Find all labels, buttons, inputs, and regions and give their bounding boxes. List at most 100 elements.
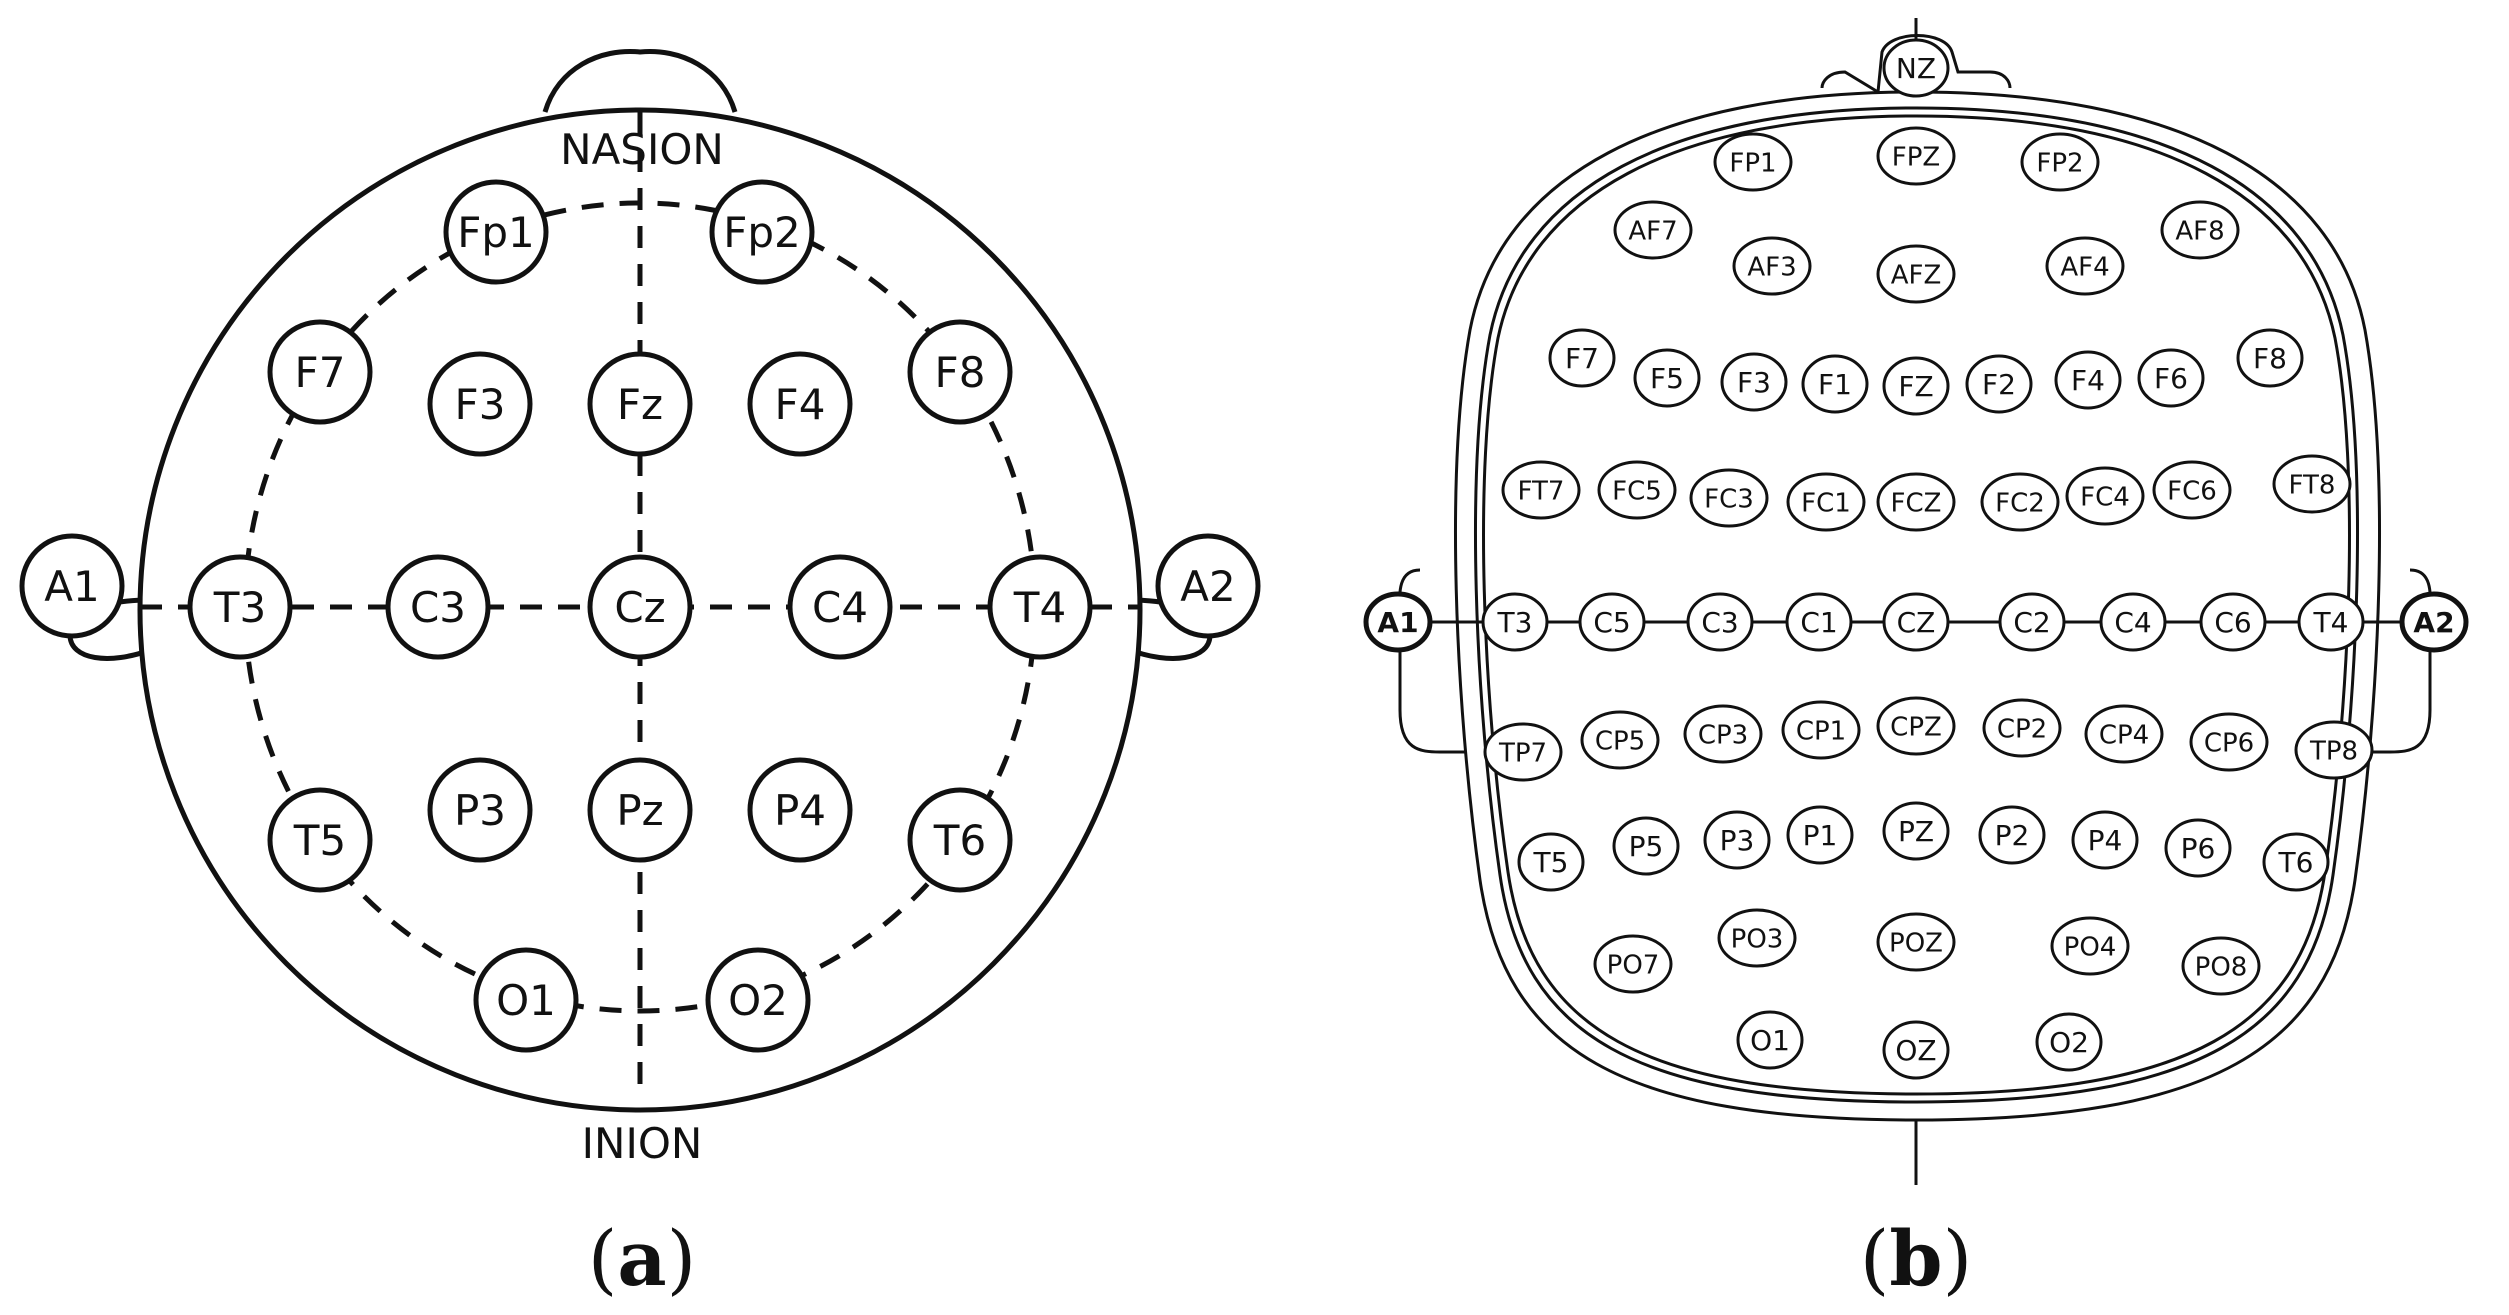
electrode-b-po7: PO7 [1593, 934, 1673, 994]
electrode-b-fc5: FC5 [1597, 460, 1677, 520]
svg-text:T3: T3 [1497, 606, 1533, 639]
electrode-a-c3: C3 [385, 554, 491, 660]
svg-text:Pz: Pz [616, 786, 663, 835]
electrode-b-fc1: FC1 [1786, 472, 1866, 532]
caption-a-open: ( [588, 1214, 618, 1303]
svg-text:AF8: AF8 [2175, 216, 2224, 246]
electrode-b-po8: PO8 [2181, 936, 2261, 996]
svg-text:FC6: FC6 [2167, 476, 2217, 506]
svg-text:F3: F3 [1737, 366, 1771, 399]
electrode-a-o2: O2 [705, 947, 811, 1053]
electrode-a-p3: P3 [427, 757, 533, 863]
svg-text:CP4: CP4 [2099, 720, 2149, 750]
electrode-b-afz: AFZ [1876, 244, 1956, 304]
electrode-b-fcz: FCZ [1876, 472, 1956, 532]
svg-text:FC3: FC3 [1704, 484, 1754, 514]
panel-b-nose [1876, 34, 2012, 93]
electrode-b-fpz: FPZ [1876, 126, 1956, 186]
electrode-a-c4: C4 [787, 554, 893, 660]
svg-text:PZ: PZ [1898, 815, 1934, 848]
svg-text:P6: P6 [2181, 832, 2216, 865]
svg-text:F4: F4 [775, 380, 826, 429]
svg-text:F8: F8 [2253, 342, 2287, 375]
electrode-b-c4: C4 [2099, 592, 2167, 652]
electrode-a-cz: Cz [587, 554, 693, 660]
panel-b-head-middle [1474, 106, 2359, 1104]
electrode-b-f4: F4 [2054, 350, 2122, 410]
electrode-b-t6: T6 [2262, 832, 2330, 892]
electrode-b-tp8: TP8 [2294, 720, 2374, 780]
svg-text:O2: O2 [2049, 1026, 2089, 1059]
svg-text:C1: C1 [1800, 606, 1837, 639]
electrode-b-p2: P2 [1978, 805, 2046, 865]
electrode-b-fc4: FC4 [2065, 466, 2145, 526]
electrode-b-cp5: CP5 [1580, 710, 1660, 770]
caption-b-close: ) [1943, 1214, 1973, 1303]
electrode-b-po4: PO4 [2050, 916, 2130, 976]
svg-text:TP8: TP8 [2309, 736, 2358, 766]
panel-b-left-ear [1398, 568, 1441, 754]
svg-text:FT8: FT8 [2289, 470, 2336, 500]
electrode-a-a2: A2 [1155, 533, 1261, 639]
electrode-b-p5: P5 [1612, 816, 1680, 876]
svg-text:T4: T4 [2313, 606, 2349, 639]
svg-text:AFZ: AFZ [1891, 260, 1942, 290]
svg-text:T3: T3 [213, 583, 266, 632]
panel-b-head-inner [1482, 114, 2351, 1096]
svg-text:T5: T5 [1533, 846, 1569, 879]
electrode-b-f6: F6 [2137, 348, 2205, 408]
svg-text:P5: P5 [1629, 830, 1664, 863]
electrode-b-nz: NZ [1882, 38, 1950, 98]
electrode-b-fc3: FC3 [1689, 468, 1769, 528]
svg-text:CP3: CP3 [1698, 720, 1748, 750]
caption-b-letter: b [1889, 1214, 1942, 1303]
caption-a-close: ) [667, 1214, 697, 1303]
electrode-b-cp6: CP6 [2189, 712, 2269, 772]
electrode-b-c2: C2 [1998, 592, 2066, 652]
svg-text:AF7: AF7 [1628, 216, 1677, 246]
electrode-b-af8: AF8 [2160, 200, 2240, 260]
svg-text:C6: C6 [2214, 606, 2251, 639]
svg-text:T4: T4 [1013, 583, 1066, 632]
svg-text:O1: O1 [1750, 1024, 1790, 1057]
electrode-a-fp1: Fp1 [443, 179, 549, 285]
electrode-b-p1: P1 [1786, 805, 1854, 865]
svg-text:C4: C4 [812, 583, 868, 632]
panel-a-inion-label: INION [582, 1119, 703, 1168]
electrode-b-f1: F1 [1801, 354, 1869, 414]
svg-text:Cz: Cz [614, 583, 665, 632]
electrode-a-t5: T5 [267, 787, 373, 893]
panel-a-nasion-label: NASION [560, 125, 724, 174]
svg-text:Fz: Fz [617, 380, 663, 429]
electrode-b-fc6: FC6 [2152, 460, 2232, 520]
electrode-b-cz: CZ [1882, 592, 1950, 652]
svg-text:FC5: FC5 [1612, 476, 1662, 506]
electrode-b-f3: F3 [1720, 352, 1788, 412]
svg-text:A1: A1 [1377, 606, 1418, 639]
electrode-b-cp1: CP1 [1781, 700, 1861, 760]
svg-text:PO8: PO8 [2195, 952, 2248, 982]
electrode-b-t5: T5 [1517, 832, 1585, 892]
svg-text:C3: C3 [1701, 606, 1738, 639]
caption-b: (b) [1860, 1214, 1972, 1303]
electrode-a-t4: T4 [987, 554, 1093, 660]
svg-text:FCZ: FCZ [1891, 488, 1942, 518]
electrode-b-c1: C1 [1785, 592, 1853, 652]
svg-text:C2: C2 [2013, 606, 2050, 639]
electrode-a-f4: F4 [747, 351, 853, 457]
electrode-b-cp4: CP4 [2084, 704, 2164, 764]
svg-text:FT7: FT7 [1518, 476, 1565, 506]
electrode-a-fz: Fz [587, 351, 693, 457]
svg-text:C5: C5 [1593, 606, 1630, 639]
svg-text:F7: F7 [1565, 342, 1599, 375]
svg-text:CZ: CZ [1897, 606, 1936, 639]
svg-text:CP6: CP6 [2204, 728, 2254, 758]
svg-text:P2: P2 [1995, 819, 2030, 852]
electrode-a-o1: O1 [473, 947, 579, 1053]
svg-text:T5: T5 [293, 816, 346, 865]
panel-a-nose [542, 49, 738, 113]
electrode-a-fp2: Fp2 [709, 179, 815, 285]
caption-a: (a) [588, 1214, 697, 1303]
svg-text:CP1: CP1 [1796, 716, 1846, 746]
